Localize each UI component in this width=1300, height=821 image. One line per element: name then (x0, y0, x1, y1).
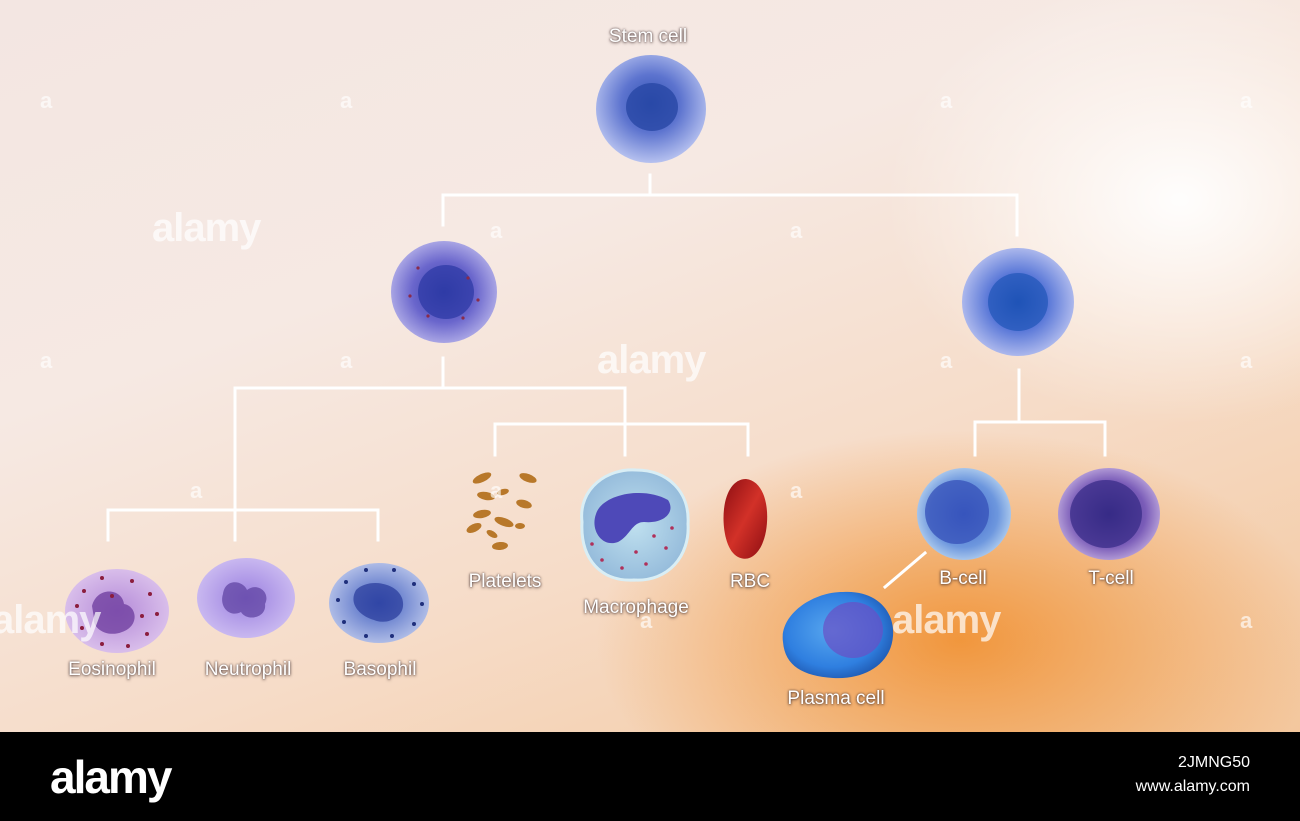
watermark-mark: a (40, 88, 52, 114)
watermark-mark: a (190, 478, 202, 504)
watermark-mark: a (640, 608, 652, 634)
stem-branch-line (443, 175, 1017, 235)
diagram-canvas: Stem cell Eosinophil Neutrophil Basophil… (0, 0, 1300, 732)
watermark-mark: a (1240, 88, 1252, 114)
t-cell-image (1056, 466, 1162, 562)
footer-logo[interactable]: alamy (50, 750, 170, 804)
watermark-mark: a (490, 218, 502, 244)
watermark-mark: a (940, 348, 952, 374)
watermark-mark: a (1240, 348, 1252, 374)
basophil-image (326, 560, 432, 646)
neutrophil-label: Neutrophil (205, 659, 292, 681)
watermark-mark: a (340, 348, 352, 374)
rbc-image (720, 477, 772, 563)
lymphoid-branch-line (975, 370, 1105, 455)
granulocyte-branch-line (108, 510, 378, 540)
footer-bar: alamy 2JMNG50 www.alamy.com (0, 732, 1300, 821)
watermark-mark: a (940, 88, 952, 114)
macrophage-image (572, 464, 696, 586)
lymphoid-progenitor-image (960, 246, 1076, 358)
t-cell-label: T-cell (1088, 568, 1133, 590)
neutrophil-image (195, 556, 297, 640)
watermark-logo: alamy (152, 206, 260, 251)
watermark-mark: a (490, 478, 502, 504)
watermark-mark: a (1240, 608, 1252, 634)
watermark-logo: alamy (892, 598, 1000, 643)
footer-image-id: 2JMNG50 (1178, 754, 1250, 772)
rbc-label: RBC (730, 571, 770, 593)
stem-cell-label: Stem cell (609, 26, 687, 48)
watermark-logo: alamy (0, 598, 100, 643)
basophil-label: Basophil (344, 659, 417, 681)
b-cell-image (915, 466, 1013, 562)
myeloid-progenitor-image (388, 238, 500, 346)
macrophage-label: Macrophage (583, 597, 689, 619)
watermark-mark: a (340, 88, 352, 114)
plasma-cell-label: Plasma cell (787, 688, 884, 710)
watermark-mark: a (790, 478, 802, 504)
watermark-logo: alamy (597, 338, 705, 383)
plasma-cell-image (777, 588, 897, 682)
myeloid-branch-line (235, 358, 625, 540)
platelet-branch-line (495, 424, 748, 455)
b-cell-label: B-cell (939, 568, 987, 590)
watermark-mark: a (40, 348, 52, 374)
stem-cell-image (592, 52, 710, 167)
footer-url[interactable]: www.alamy.com (1136, 778, 1250, 796)
watermark-mark: a (790, 218, 802, 244)
platelets-label: Platelets (469, 571, 542, 593)
eosinophil-label: Eosinophil (68, 659, 156, 681)
